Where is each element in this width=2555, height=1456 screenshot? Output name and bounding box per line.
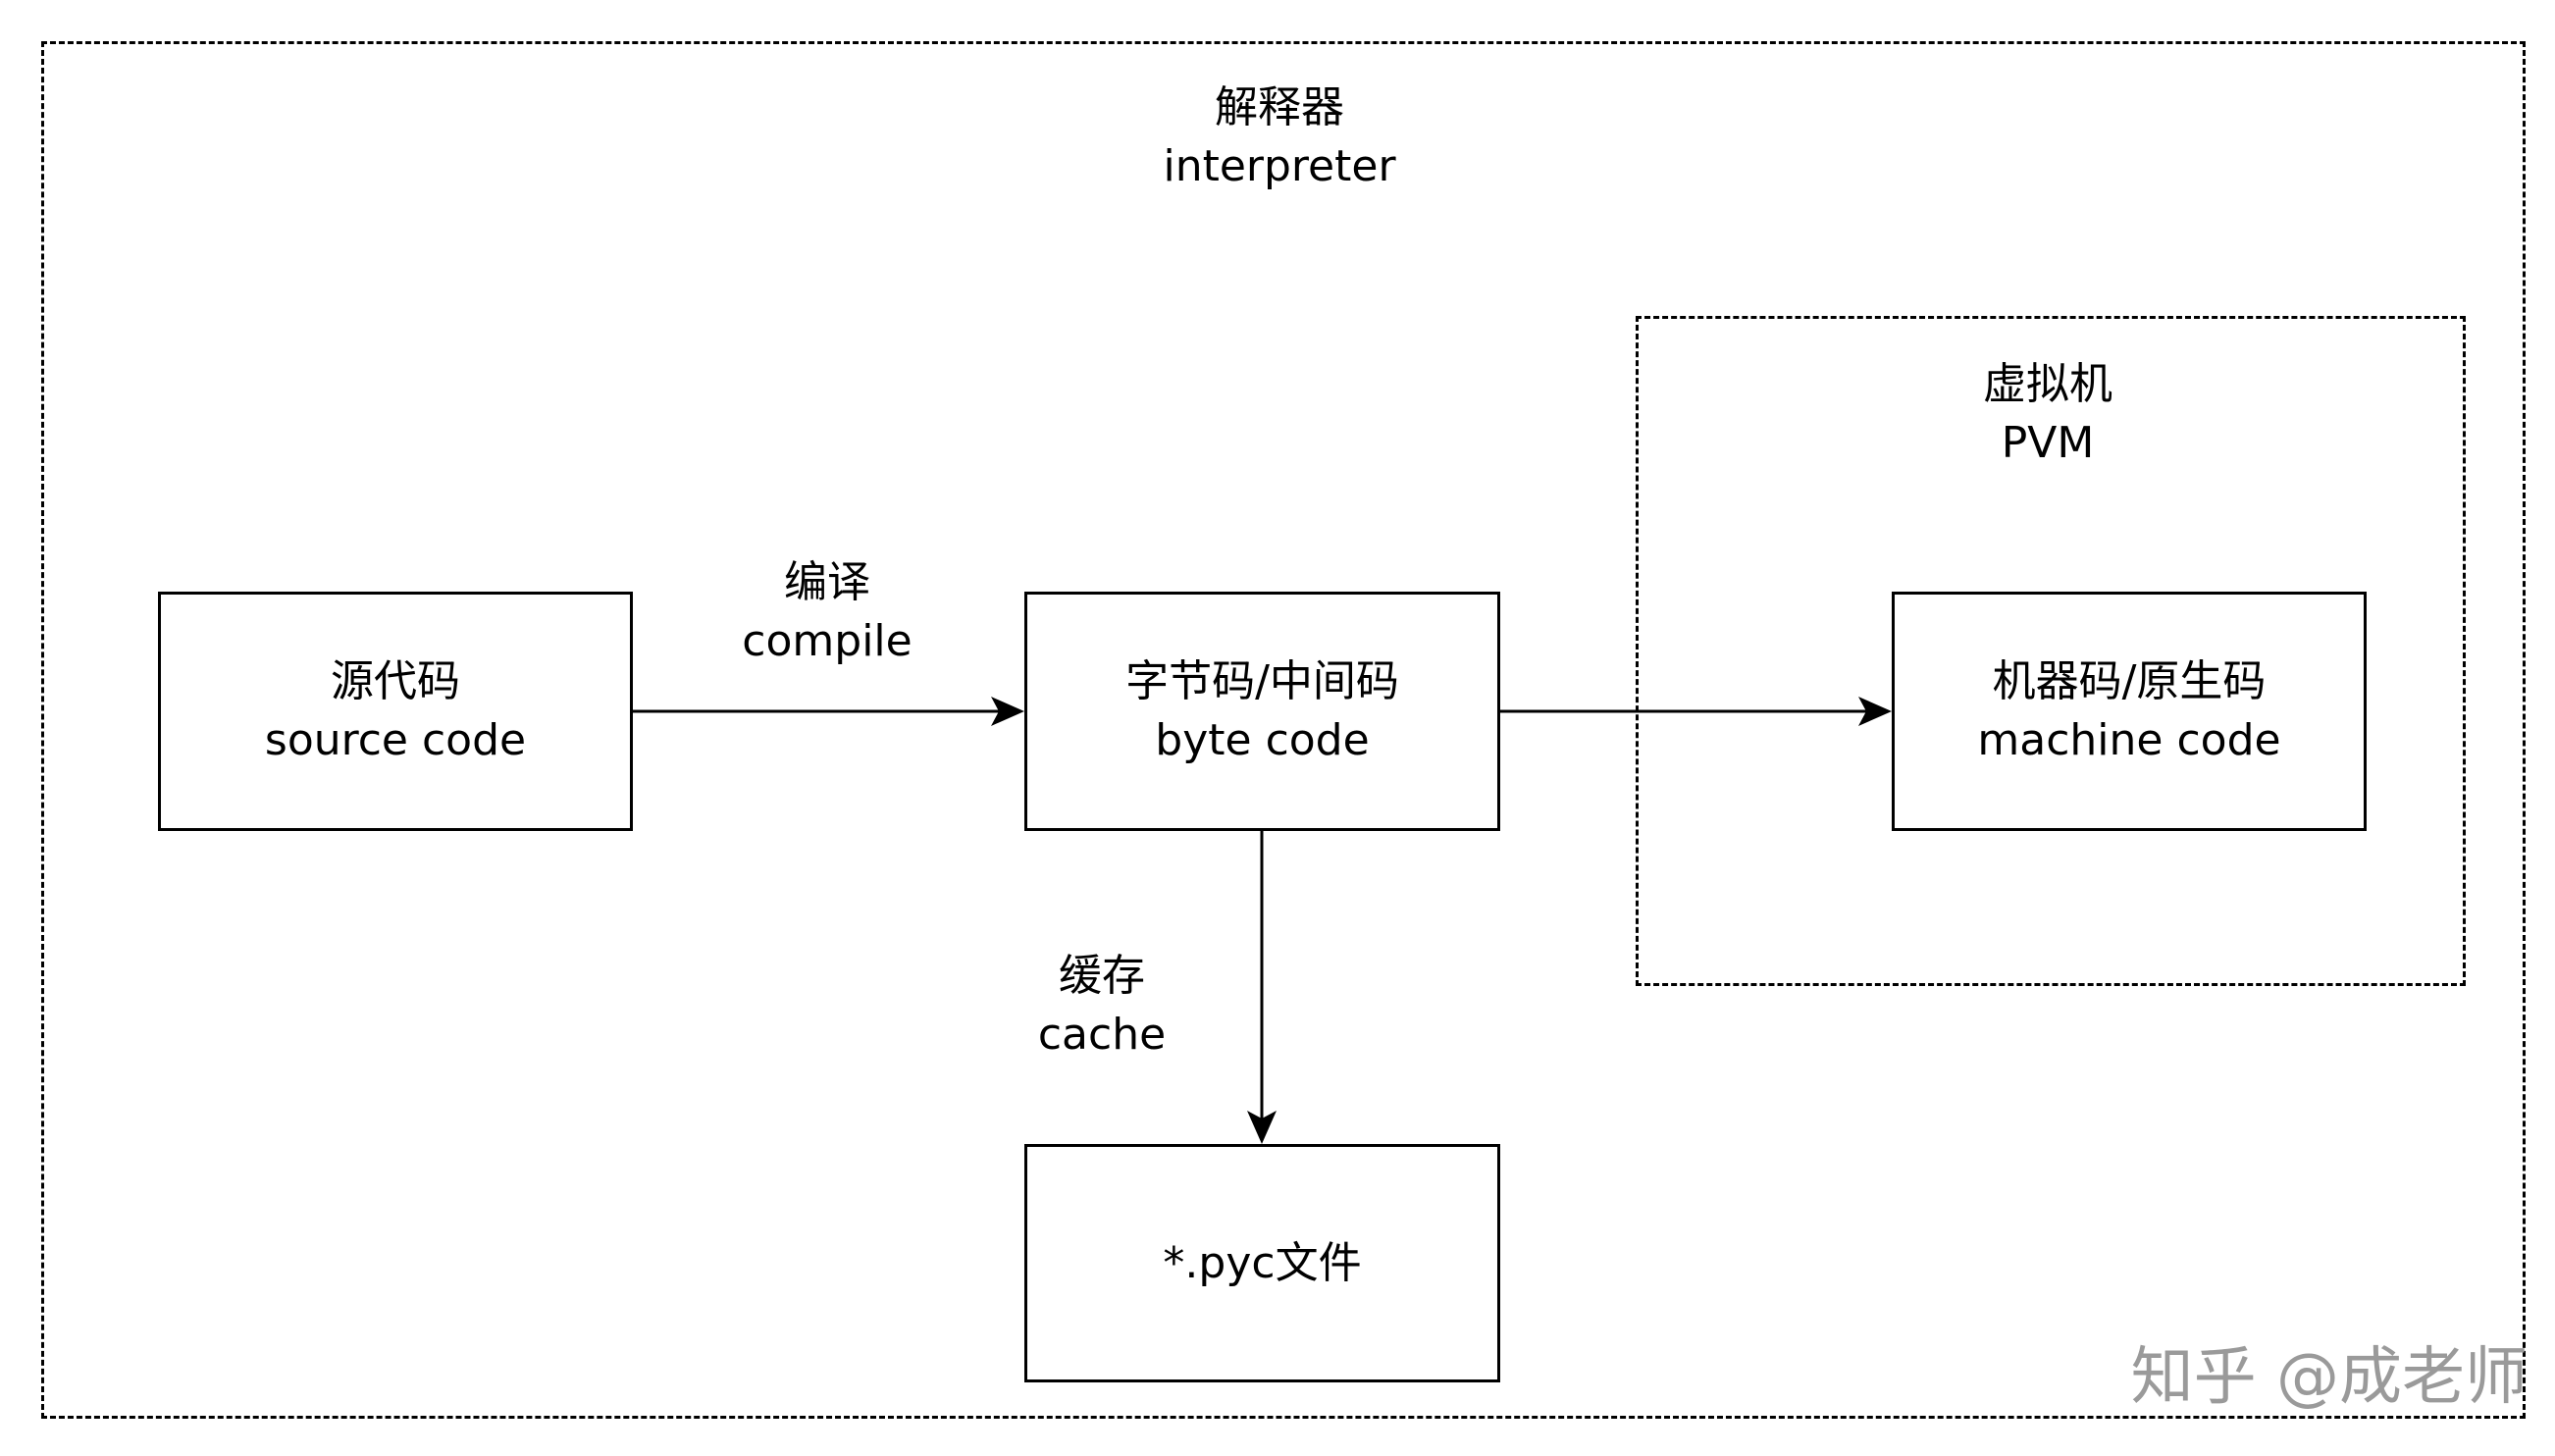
compile-label-en: compile: [742, 616, 912, 666]
cache-edge-label: 缓存 cache: [1038, 947, 1166, 1065]
interpreter-region-label: 解释器 interpreter: [1163, 78, 1395, 196]
pyc-file-label: *.pyc文件: [1163, 1237, 1362, 1288]
compile-label-zh: 编译: [783, 557, 870, 607]
machine-code-en: machine code: [1977, 715, 2281, 765]
byte-code-box: 字节码/中间码 byte code: [1024, 592, 1500, 831]
source-code-zh: 源代码: [331, 656, 460, 706]
edge-compile-arrow: [633, 697, 1024, 726]
source-code-en: source code: [264, 715, 527, 765]
byte-code-en: byte code: [1155, 715, 1370, 765]
interpreter-region: [41, 41, 2526, 1419]
edge-machine-arrow: [1500, 697, 1892, 726]
interpreter-label-zh: 解释器: [1215, 82, 1344, 132]
cache-label-en: cache: [1037, 1010, 1167, 1060]
cache-label-zh: 缓存: [1059, 951, 1145, 1001]
vm-region: [1636, 316, 2466, 986]
byte-code-zh: 字节码/中间码: [1125, 656, 1399, 706]
watermark-text: 知乎 @成老师: [2130, 1341, 2528, 1414]
pyc-file-box: *.pyc文件: [1024, 1144, 1500, 1382]
edge-cache-arrow: [1247, 831, 1277, 1144]
machine-code-box: 机器码/原生码 machine code: [1892, 592, 2367, 831]
compile-edge-label: 编译 compile: [742, 553, 912, 671]
source-code-box: 源代码 source code: [158, 592, 633, 831]
machine-code-zh: 机器码/原生码: [1992, 656, 2267, 706]
vm-label-zh: 虚拟机: [1983, 359, 2112, 409]
vm-region-label: 虚拟机 PVM: [1983, 355, 2112, 473]
interpreter-label-en: interpreter: [1163, 141, 1396, 191]
vm-label-en: PVM: [2001, 418, 2095, 468]
